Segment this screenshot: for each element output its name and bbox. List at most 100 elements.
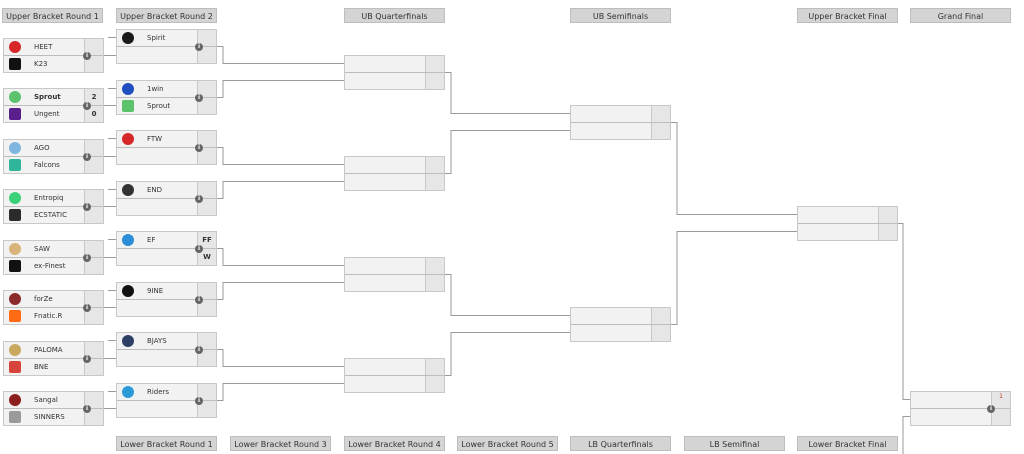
team-row[interactable]	[345, 275, 444, 291]
team-row[interactable]	[117, 199, 216, 215]
team-row[interactable]	[345, 157, 444, 174]
match-info-icon[interactable]: i	[83, 52, 91, 60]
team-row[interactable]: ECSTATIC	[4, 207, 103, 223]
round-header: Grand Final	[910, 8, 1011, 23]
team-name: K23	[34, 60, 48, 68]
match-info-icon[interactable]: i	[83, 405, 91, 413]
team-score	[197, 131, 216, 147]
match-info-icon[interactable]: i	[195, 144, 203, 152]
team-row[interactable]: 1win	[117, 81, 216, 98]
team-row[interactable]: Entropiq	[4, 190, 103, 207]
team-row[interactable]	[798, 224, 897, 240]
team-row[interactable]: 1	[911, 392, 1010, 409]
team-row[interactable]: Sprout	[117, 98, 216, 114]
team-row[interactable]: BJAYS	[117, 333, 216, 350]
team-name: ECSTATIC	[34, 211, 67, 219]
match-info-icon[interactable]: i	[195, 94, 203, 102]
team-row[interactable]: FTW	[117, 131, 216, 148]
match-info-icon[interactable]: i	[195, 397, 203, 405]
match-info-icon[interactable]: i	[195, 346, 203, 354]
match-info-icon[interactable]: i	[195, 296, 203, 304]
team-row[interactable]	[117, 350, 216, 366]
team-row[interactable]: 9INE	[117, 283, 216, 300]
match-ub_r1-1[interactable]: HEET K23 i	[3, 38, 104, 73]
team-row[interactable]	[571, 123, 670, 139]
match-ub_qf-3[interactable]	[344, 257, 445, 292]
match-info-icon[interactable]: i	[83, 355, 91, 363]
team-row[interactable]	[117, 401, 216, 417]
match-info-icon[interactable]: i	[83, 153, 91, 161]
team-row[interactable]: forZe	[4, 291, 103, 308]
team-row[interactable]: Falcons	[4, 157, 103, 173]
team-row[interactable]	[117, 300, 216, 316]
team-row[interactable]	[571, 106, 670, 123]
team-row[interactable]	[571, 308, 670, 325]
team-row[interactable]: Spirit	[117, 30, 216, 47]
team-row[interactable]: HEET	[4, 39, 103, 56]
team-logo-icon	[4, 360, 26, 374]
team-row[interactable]	[345, 73, 444, 89]
team-name: END	[147, 186, 163, 194]
team-row[interactable]	[798, 207, 897, 224]
team-row[interactable]: BNE	[4, 359, 103, 375]
match-info-icon[interactable]: i	[195, 195, 203, 203]
match-info-icon[interactable]: i	[195, 43, 203, 51]
team-row[interactable]	[571, 325, 670, 341]
team-logo-icon	[911, 410, 933, 424]
team-row[interactable]	[911, 409, 1010, 425]
team-row[interactable]: SINNERS	[4, 409, 103, 425]
team-row[interactable]: PALOMA	[4, 342, 103, 359]
connector-line	[217, 282, 344, 300]
team-row[interactable]	[345, 174, 444, 190]
team-row[interactable]: Fnatic.R	[4, 308, 103, 324]
team-row[interactable]	[117, 148, 216, 164]
match-info-icon[interactable]: i	[83, 254, 91, 262]
team-row[interactable]	[345, 376, 444, 392]
team-row[interactable]	[345, 359, 444, 376]
team-row[interactable]: END	[117, 182, 216, 199]
match-ub_sf-1[interactable]	[570, 105, 671, 140]
match-info-icon[interactable]: i	[195, 245, 203, 253]
connector-line	[217, 383, 344, 401]
team-row[interactable]: AGO	[4, 140, 103, 157]
team-row[interactable]	[345, 258, 444, 275]
match-info-icon[interactable]: i	[83, 203, 91, 211]
match-ub_sf-2[interactable]	[570, 307, 671, 342]
team-row[interactable]: Riders	[117, 384, 216, 401]
team-name: Ungent	[34, 110, 60, 118]
match-ub_qf-1[interactable]	[344, 55, 445, 90]
match-info-icon[interactable]: i	[987, 405, 995, 413]
match-info-icon[interactable]: i	[83, 102, 91, 110]
team-row[interactable]: Sangal	[4, 392, 103, 409]
team-row[interactable]: SAW	[4, 241, 103, 258]
team-logo-icon	[117, 132, 139, 146]
team-row[interactable]: ex-Finest	[4, 258, 103, 274]
match-info-icon[interactable]: i	[83, 304, 91, 312]
team-row[interactable]	[345, 56, 444, 73]
match-ub_r2-4[interactable]: END i	[116, 181, 217, 216]
team-row[interactable]	[117, 47, 216, 63]
team-row[interactable]: W	[117, 249, 216, 265]
match-ub_final-1[interactable]	[797, 206, 898, 241]
match-ub_qf-2[interactable]	[344, 156, 445, 191]
match-ub_qf-4[interactable]	[344, 358, 445, 393]
team-row[interactable]: K23	[4, 56, 103, 72]
